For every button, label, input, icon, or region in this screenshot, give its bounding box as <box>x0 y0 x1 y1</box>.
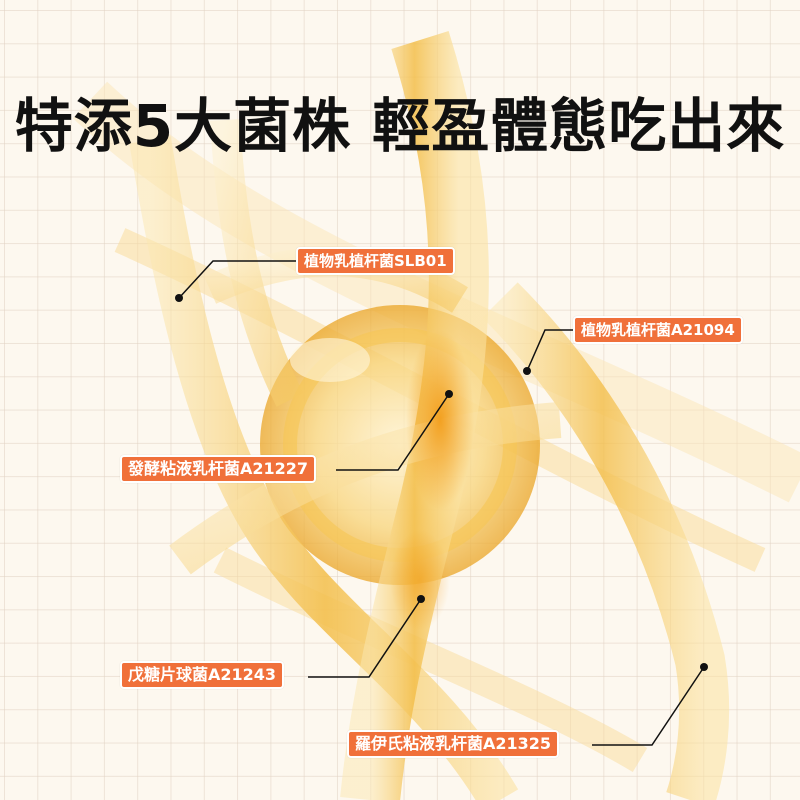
page-title: 特添5大菌株 輕盈體態吃出來 <box>14 91 786 160</box>
strain-label-a21243: 戊糖片球菌A21243 <box>120 661 285 689</box>
strain-label-a21227: 發酵粘液乳杆菌A21227 <box>120 455 317 483</box>
strain-label-a21325: 羅伊氏粘液乳杆菌A21325 <box>347 730 560 758</box>
strain-label-a21094: 植物乳植杆菌A21094 <box>573 316 743 344</box>
strain-label-slb01: 植物乳植杆菌SLB01 <box>296 247 455 275</box>
